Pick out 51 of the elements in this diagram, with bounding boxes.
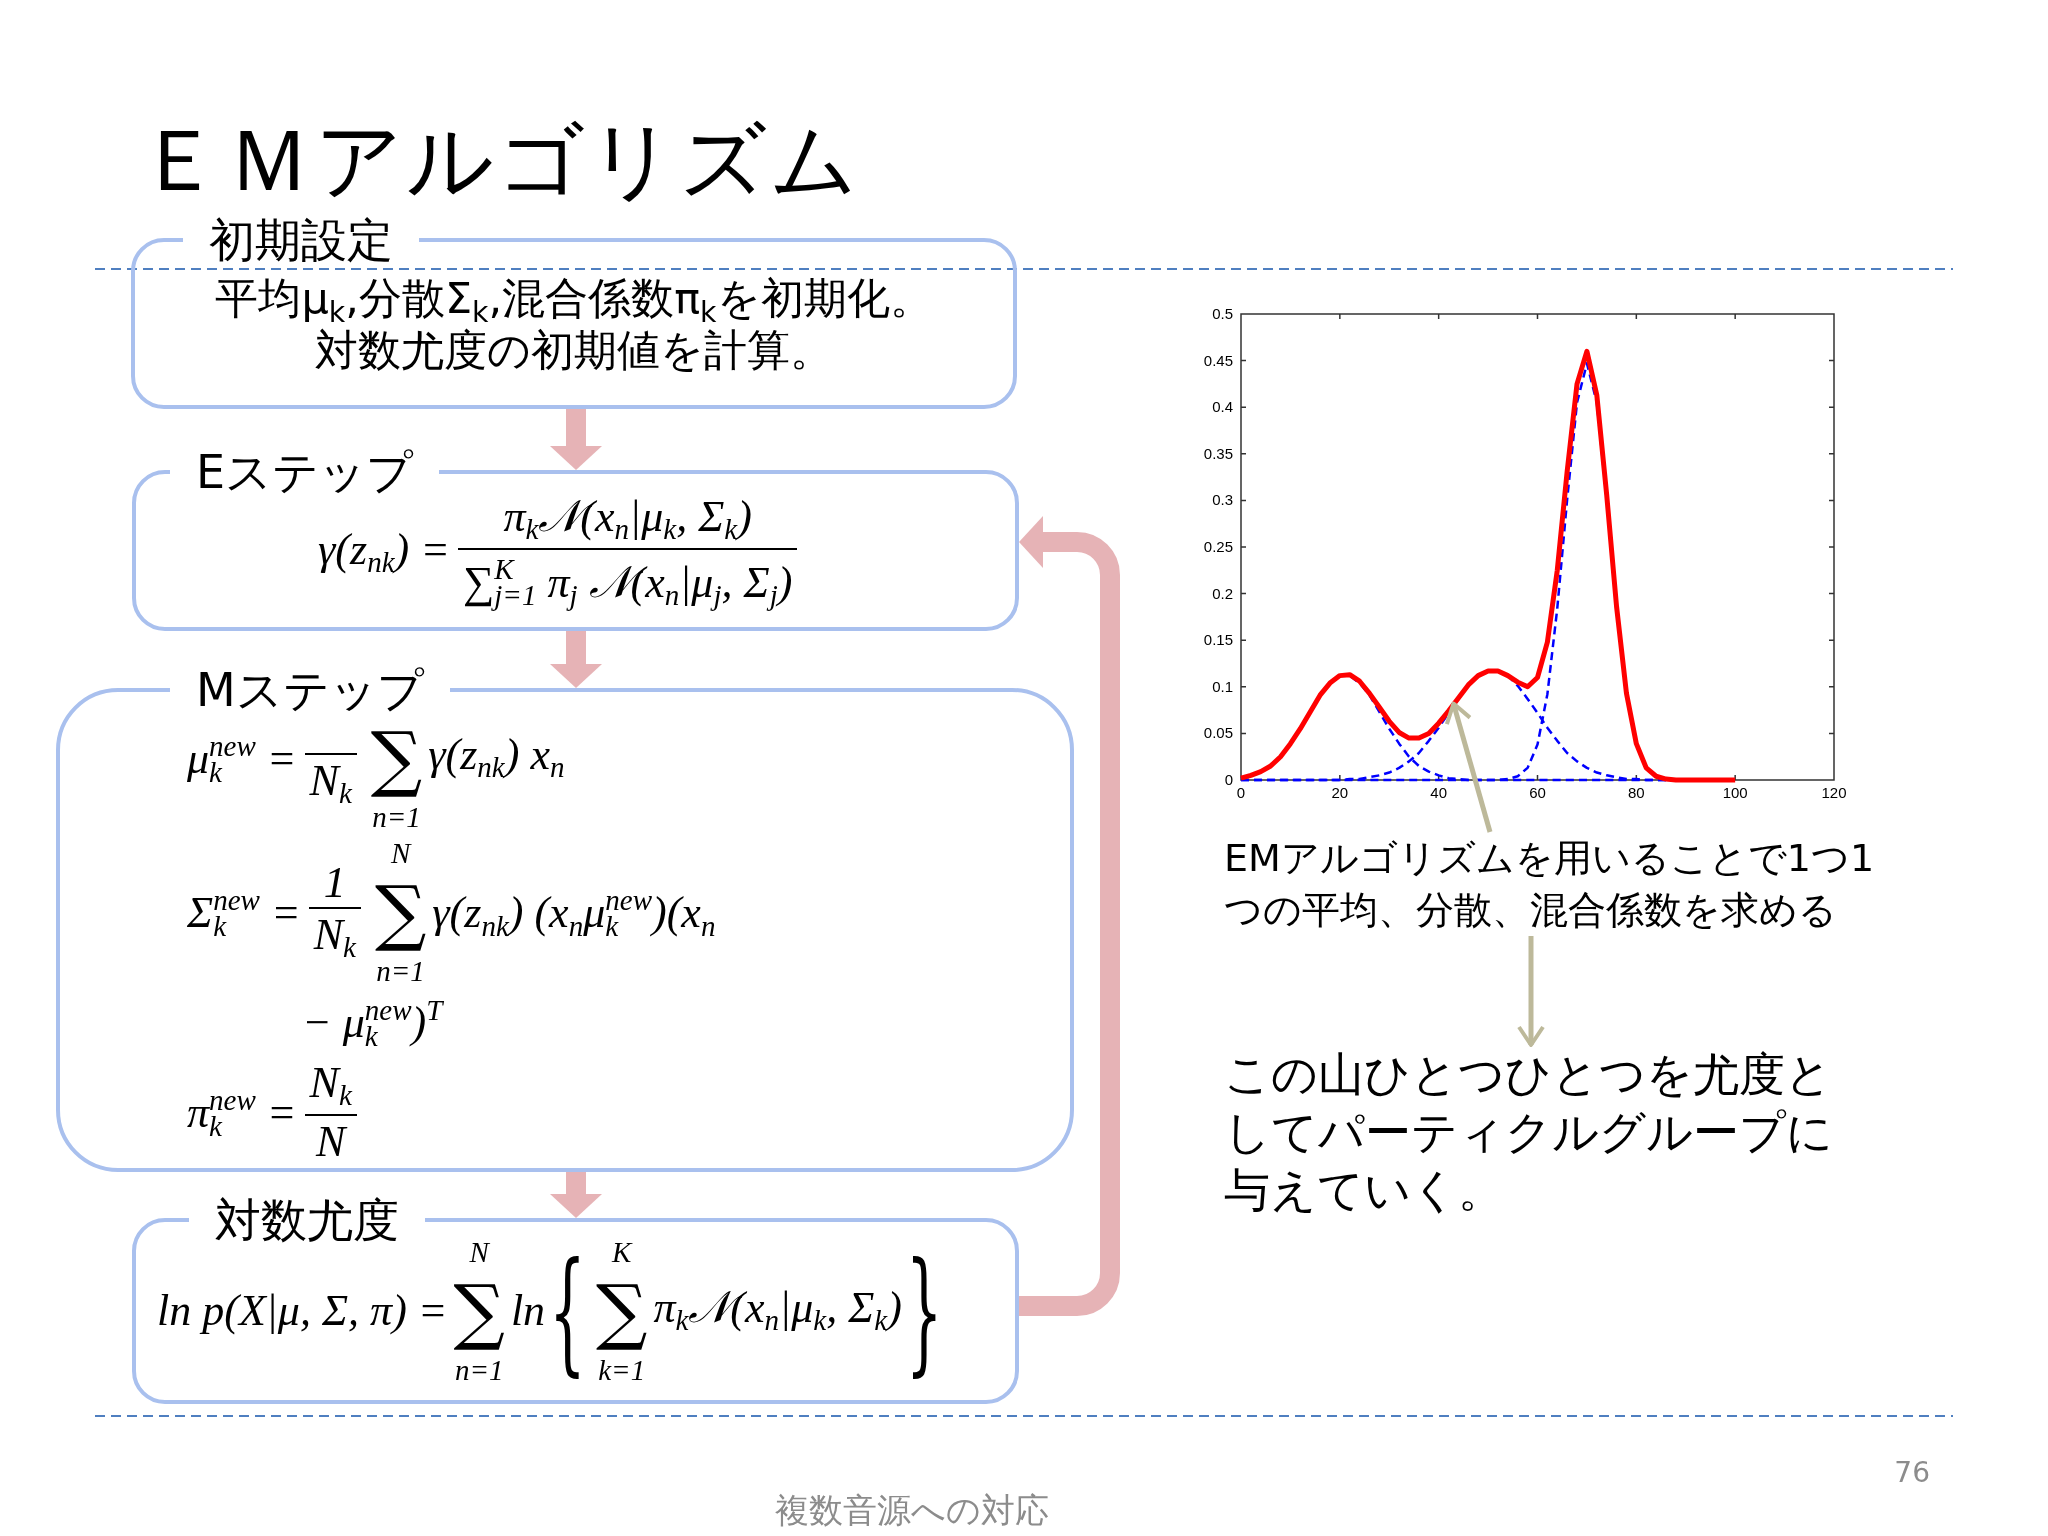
summation-sign: ∑ — [374, 869, 427, 955]
axis-tick-label: 0.15 — [1203, 631, 1233, 649]
axis-tick-label: 0.05 — [1203, 724, 1233, 742]
summation-sign: ∑ — [370, 715, 423, 801]
curly-brace: { — [549, 1235, 586, 1387]
math-formula: ln p(X|μ, Σ, π) = — [157, 1287, 448, 1335]
math-formula: − μ$_{k}$$^{new}$)$^{T}$ — [302, 992, 443, 1054]
fraction-denominator: ∑$_{j=1}$$^{K}$ π$_{j}$ 𝒩(x$_{n}$|μ$_{j}$, Σ$_{j}$) — [457, 547, 798, 614]
axis-tick-label: 80 — [1628, 784, 1645, 801]
math-formula: γ(z$_{nk}$) = — [318, 525, 450, 581]
axis-tick-label: 0.2 — [1212, 584, 1233, 602]
axis-tick-label: 20 — [1331, 784, 1349, 801]
axis-tick-label: 0.35 — [1203, 444, 1233, 462]
summation-sign: ∑ — [596, 1268, 648, 1354]
page-number: 76 — [1894, 1455, 1930, 1489]
sum-limit: n=1 — [372, 801, 421, 833]
axis-tick-label: 0 — [1224, 771, 1233, 788]
math-formula: μ$_{k}$$^{new}$ = — [187, 728, 297, 790]
fraction-numerator: π$_{k}$𝒩(x$_{n}$|μ$_{k}$, Σ$_{k}$) — [502, 492, 753, 548]
sum-limit: N — [469, 1236, 489, 1268]
axis-tick-label: 0 — [1236, 784, 1246, 801]
summation-sign: ∑ — [453, 1268, 505, 1354]
axis-tick-label: 0.45 — [1203, 351, 1233, 369]
fraction-denominator: N$_{k}$ — [304, 752, 357, 812]
math-formula: γ(z$_{nk}$) (x$_{n}$μ$_{k}$$^{new}$)(x$_{n}$ — [432, 882, 716, 944]
math-formula: ln — [510, 1287, 546, 1335]
math-formula: π$_{k}$𝒩(x$_{n}$|μ$_{k}$, Σ$_{k}$) — [653, 1283, 902, 1339]
math-formula: Σ$_{k}$$^{new}$ = — [187, 882, 301, 944]
axis-tick-label: 40 — [1430, 784, 1447, 801]
axis-tick-label: 0.25 — [1203, 538, 1233, 555]
axis-tick-label: 60 — [1529, 784, 1546, 801]
axis-tick-label: 120 — [1821, 784, 1847, 801]
axis-tick-label: 100 — [1722, 784, 1748, 801]
slide-title: ＥＭアルゴリズム — [137, 110, 861, 210]
math-formula: γ(z$_{nk}$) x$_{n}$ — [428, 730, 565, 786]
curly-brace: } — [905, 1235, 943, 1387]
fraction-numerator: N$_{k}$ — [308, 1058, 354, 1114]
axis-tick-label: 0.3 — [1212, 491, 1233, 509]
sum-limit: K — [612, 1236, 632, 1268]
sum-limit: n=1 — [376, 955, 425, 987]
axis-tick-label: 0.4 — [1212, 398, 1233, 416]
sum-limit: k=1 — [598, 1354, 646, 1386]
fraction-numerator: 1 — [322, 858, 347, 907]
sum-limit: N — [390, 837, 411, 869]
fraction-denominator: N — [304, 1113, 357, 1166]
axis-tick-label: 0.1 — [1212, 677, 1233, 695]
footer-text: 複数音源への対応 — [775, 1489, 1049, 1532]
math-formula: π$_{k}$$^{new}$ = — [187, 1082, 297, 1144]
sum-limit: n=1 — [454, 1354, 504, 1386]
axis-tick-label: 0.5 — [1212, 305, 1233, 322]
fraction-denominator: N$_{k}$ — [308, 906, 361, 966]
